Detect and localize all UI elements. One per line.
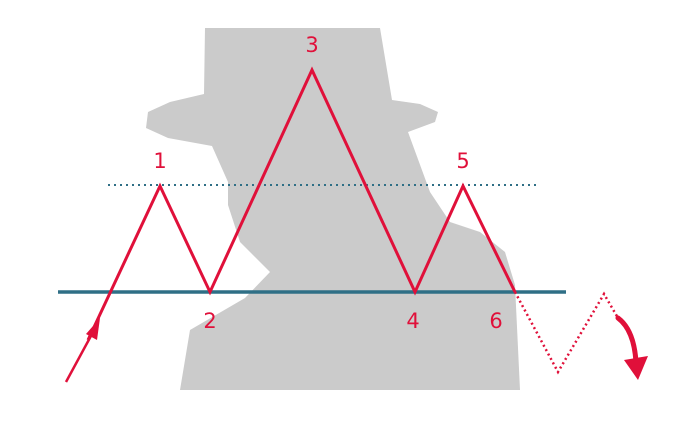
point-label-2: 2 [203, 309, 216, 333]
breakout-dotted-line [513, 291, 620, 375]
man-in-hat-silhouette-icon [146, 28, 520, 390]
point-label-4: 4 [406, 309, 419, 333]
red-curved-arrow-down-icon [615, 315, 648, 380]
point-label-6: 6 [489, 309, 502, 333]
silhouette-shape [146, 28, 520, 390]
point-label-1: 1 [153, 149, 166, 173]
point-label-5: 5 [456, 149, 469, 173]
red-arrow-up-icon [64, 318, 100, 383]
point-label-3: 3 [305, 33, 318, 57]
price-pattern-line [86, 66, 517, 341]
